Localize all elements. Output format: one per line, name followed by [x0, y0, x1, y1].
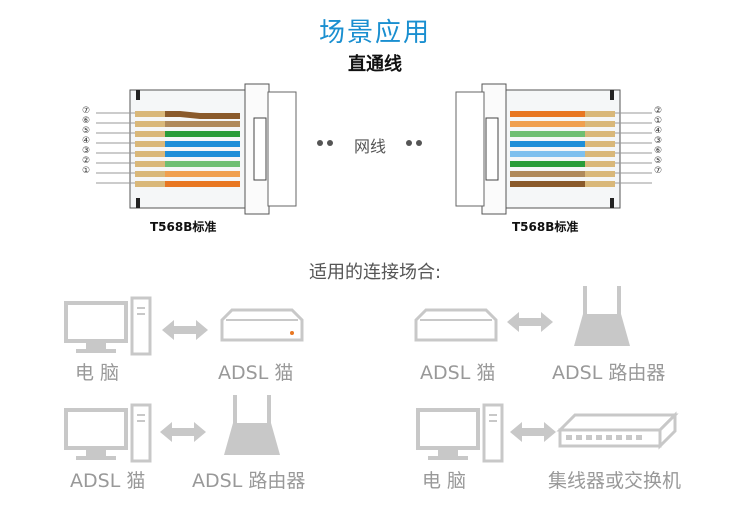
double-arrow-icon [162, 320, 208, 340]
page-title: 场景应用 [318, 18, 431, 48]
page-subtitle: 直通线 [348, 54, 402, 75]
left-standard-label: T568B标准 [150, 220, 217, 234]
double-arrow-icon-4 [510, 422, 556, 442]
scenario-3-left-label: ADSL 猫 [70, 470, 146, 492]
computer-icon-2 [64, 403, 152, 463]
adsl-modem-icon-2 [414, 308, 498, 342]
router-icon [574, 286, 630, 346]
scenario-2-left-label: ADSL 猫 [420, 362, 496, 384]
adsl-modem-icon [220, 308, 304, 342]
scenario-4-left-label: 电 脑 [422, 470, 467, 492]
left-pin-labels: ⑦ ⑥ ⑤ ④ ③ ② ① [82, 106, 91, 176]
cable-label: 网线 [354, 137, 387, 156]
scenario-4-right-label: 集线器或交换机 [548, 470, 682, 492]
right-rj45-connector [455, 83, 652, 215]
scenario-3-right-label: ADSL 路由器 [192, 470, 306, 492]
scenario-1-left-label: 电 脑 [75, 362, 120, 384]
applicable-heading: 适用的连接场合: [308, 262, 442, 283]
cable-dots [317, 140, 422, 146]
scenario-icons [64, 286, 679, 463]
computer-icon [64, 296, 152, 356]
scenario-2-right-label: ADSL 路由器 [552, 362, 666, 384]
switch-icon [556, 411, 679, 450]
left-rj45-connector [96, 83, 297, 215]
router-icon-2 [224, 395, 280, 455]
scenario-1-right-label: ADSL 猫 [218, 362, 294, 384]
double-arrow-icon-3 [160, 422, 206, 442]
double-arrow-icon-2 [507, 312, 553, 332]
computer-icon-3 [416, 403, 504, 463]
right-pin-labels: ② ① ④ ③ ⑥ ⑤ ⑦ [654, 106, 663, 176]
right-standard-label: T568B标准 [512, 220, 579, 234]
